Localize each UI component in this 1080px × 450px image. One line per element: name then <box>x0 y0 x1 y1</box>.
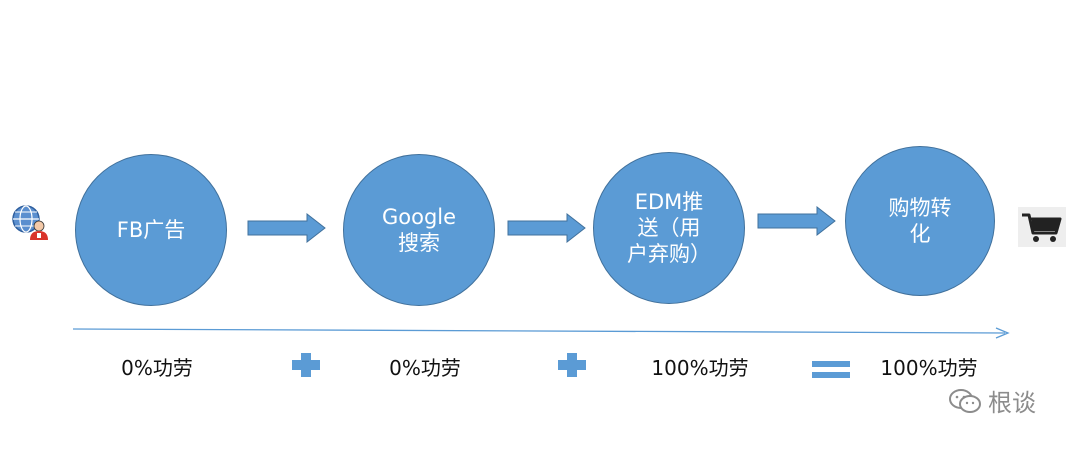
step-edm-push: EDM推送（用户弃购） <box>593 152 745 304</box>
flow-arrow-2 <box>507 213 586 243</box>
plus-icon <box>292 353 320 377</box>
credit-edm-push: 100%功劳 <box>651 356 749 380</box>
wechat-icon <box>949 388 981 413</box>
credit-purchase-conversion: 100%功劳 <box>880 356 978 380</box>
plus-icon <box>558 353 586 377</box>
step-purchase-conversion: 购物转化 <box>845 146 995 296</box>
equals-icon <box>812 361 850 378</box>
flow-arrow-1 <box>247 213 326 243</box>
credit-google-search: 0%功劳 <box>389 356 461 380</box>
credit-fb-ads: 0%功劳 <box>121 356 193 380</box>
user-globe-icon <box>12 205 48 240</box>
watermark-text: 根谈 <box>988 389 1036 417</box>
step-fb-ads: FB广告 <box>75 154 227 306</box>
shopping-cart-icon <box>1018 207 1066 247</box>
watermark: 根谈 <box>948 383 1036 418</box>
flow-arrow-3 <box>757 206 836 236</box>
